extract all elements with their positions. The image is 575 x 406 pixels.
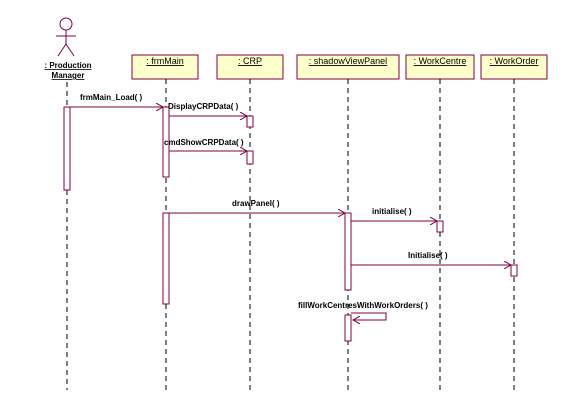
object-shadowviewpanel: : shadowViewPanel	[296, 54, 400, 80]
message-label-initialise-workcentre: initialise( )	[372, 207, 412, 216]
activation-workorder	[510, 264, 518, 277]
object-workorder: : WorkOrder	[480, 54, 548, 80]
activation-shadowviewpanel-2	[344, 314, 352, 342]
activation-crp-2	[246, 150, 254, 165]
object-workcentre: : WorkCentre	[405, 54, 475, 80]
object-workorder-label: : WorkOrder	[490, 56, 539, 66]
message-label-cmdshowcrpdata: cmdShowCRPData( )	[164, 138, 244, 147]
activation-workcentre	[436, 220, 444, 233]
message-label-initialise-workorder: Initialise( )	[408, 251, 448, 260]
object-workcentre-label: : WorkCentre	[414, 56, 467, 66]
message-label-drawpanel: drawPanel( )	[232, 199, 280, 208]
message-label-displaycrpdata: DisplayCRPData( )	[168, 102, 239, 111]
actor-name-line1: : Production	[44, 61, 91, 70]
object-shadowviewpanel-label: : shadowViewPanel	[309, 56, 387, 66]
activation-frmmain-2	[162, 212, 170, 305]
object-crp-label: : CRP	[238, 56, 262, 66]
message-label-frmmain-load: frmMain_Load( )	[80, 93, 143, 102]
actor-name-line2: Manager	[52, 71, 85, 80]
activation-frmmain-1	[162, 106, 170, 178]
stick-figure-icon	[56, 17, 76, 57]
object-crp: : CRP	[216, 54, 284, 80]
actor-production-manager: : Production Manager	[44, 17, 92, 80]
message-label-fillworkcentres: fillWorkCentresWithWorkOrders( )	[298, 301, 428, 310]
activation-crp-1	[246, 115, 254, 128]
object-frmmain-label: : frmMain	[146, 56, 184, 66]
activation-shadowviewpanel-1	[344, 212, 352, 291]
activation-actor	[63, 106, 71, 191]
object-frmmain: : frmMain	[131, 54, 199, 80]
message-arrow-self-fillworkcentres	[351, 312, 387, 320]
